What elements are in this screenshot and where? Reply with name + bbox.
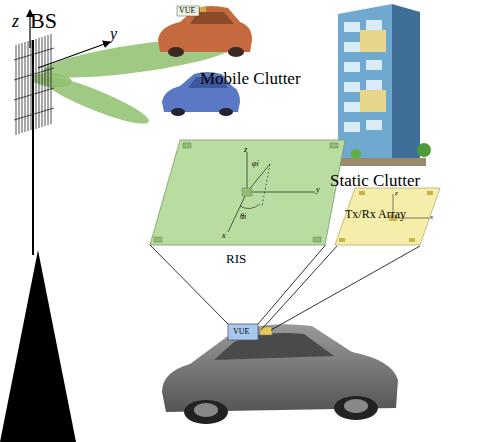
axis-label: x — [222, 232, 226, 240]
leader-line — [258, 245, 326, 324]
leader-line — [271, 246, 420, 330]
tower — [0, 250, 76, 442]
clutter-label: Mobile Clutter — [200, 70, 301, 87]
clutter-label: Static Clutter — [330, 172, 420, 189]
orange-car — [158, 6, 252, 57]
axis-label: x — [430, 214, 433, 221]
station-label: BS — [30, 10, 57, 32]
axis-label: y — [316, 186, 320, 194]
vehicle-label: VUE — [179, 7, 195, 15]
gray-car — [162, 324, 398, 424]
axis-label: z — [244, 146, 247, 154]
node-text: VUE — [233, 328, 249, 336]
axis-label: y — [110, 26, 117, 42]
angle-label: θi — [240, 213, 246, 221]
leader-line — [150, 245, 228, 324]
ris-plane: RIS — [150, 140, 345, 245]
tx-rx-array-plane: Tx/Rx Array — [335, 188, 440, 245]
angle-label: φi — [252, 160, 259, 168]
node-text: RIS — [226, 252, 246, 265]
node-text: Tx/Rx Array — [345, 208, 406, 220]
axis-label: z — [12, 12, 19, 30]
antenna-array — [14, 34, 54, 135]
mast — [32, 40, 34, 255]
leader-line — [261, 246, 337, 330]
vue-device: VUE — [228, 324, 258, 340]
axis-label: z — [395, 190, 398, 197]
y-axis — [38, 42, 110, 68]
ris-plane-outline — [150, 140, 345, 245]
